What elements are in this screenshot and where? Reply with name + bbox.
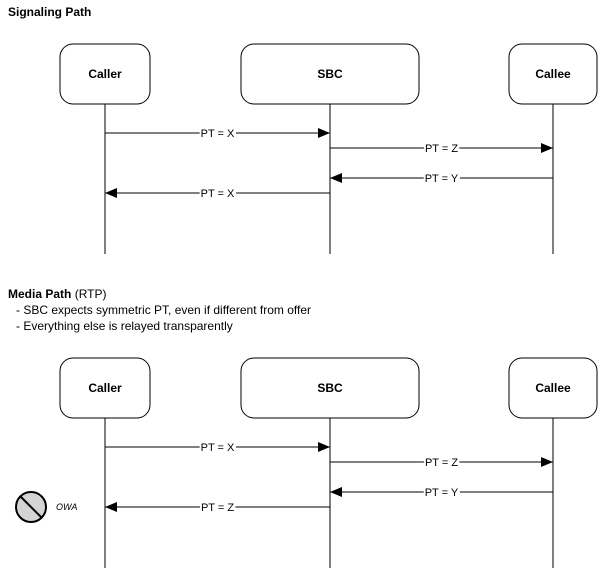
signaling-message-label-1: PT = X — [201, 128, 235, 140]
owa-marker: OWA — [15, 491, 77, 523]
signaling-message-label-bg-1 — [199, 128, 237, 140]
media-message-label-bg-1 — [199, 442, 237, 454]
signaling-actor-box-sbc — [240, 43, 420, 105]
media-actor-box-sbc — [240, 357, 420, 419]
signaling-title: Signaling Path — [8, 5, 92, 19]
media-diagram: Caller SBC Callee PT = X PT = Z PT = Y PT = Z — [59, 357, 598, 568]
media-actor-label-callee: Callee — [535, 381, 571, 395]
media-actor-box-caller — [59, 357, 151, 419]
signaling-actor-box-callee — [508, 43, 598, 105]
media-note-1: - SBC expects symmetric PT, even if diff… — [16, 303, 311, 317]
media-message-label-bg-4 — [199, 502, 236, 514]
signaling-actor-label-callee: Callee — [535, 67, 571, 81]
prohibited-icon — [15, 491, 47, 523]
owa-label: OWA — [56, 502, 77, 512]
signaling-message-label-bg-4 — [199, 188, 237, 200]
media-title-suffix: (RTP) — [71, 287, 107, 301]
signaling-message-label-bg-3 — [423, 173, 460, 185]
media-message-label-4: PT = Z — [201, 502, 234, 514]
media-note-2: - Everything else is relayed transparent… — [16, 319, 233, 333]
media-actor-label-caller: Caller — [88, 381, 122, 395]
media-message-label-bg-2 — [423, 457, 460, 469]
media-title: Media Path (RTP) — [8, 287, 106, 301]
media-actor-label-sbc: SBC — [317, 381, 343, 395]
signaling-message-label-2: PT = Z — [425, 143, 458, 155]
media-message-label-2: PT = Z — [425, 457, 458, 469]
media-message-label-1: PT = X — [201, 442, 235, 454]
media-message-label-bg-3 — [423, 487, 460, 499]
signaling-message-label-4: PT = X — [201, 188, 235, 200]
signaling-message-label-3: PT = Y — [425, 173, 459, 185]
signaling-actor-label-caller: Caller — [88, 67, 122, 81]
media-message-label-3: PT = Y — [425, 487, 459, 499]
signaling-actor-box-caller — [59, 43, 151, 105]
media-title-main: Media Path — [8, 287, 72, 301]
signaling-diagram: Caller SBC Callee PT = X PT = Z PT = Y PT = X — [59, 43, 598, 254]
media-actor-box-callee — [508, 357, 598, 419]
signaling-actor-label-sbc: SBC — [317, 67, 343, 81]
signaling-message-label-bg-2 — [423, 143, 460, 155]
